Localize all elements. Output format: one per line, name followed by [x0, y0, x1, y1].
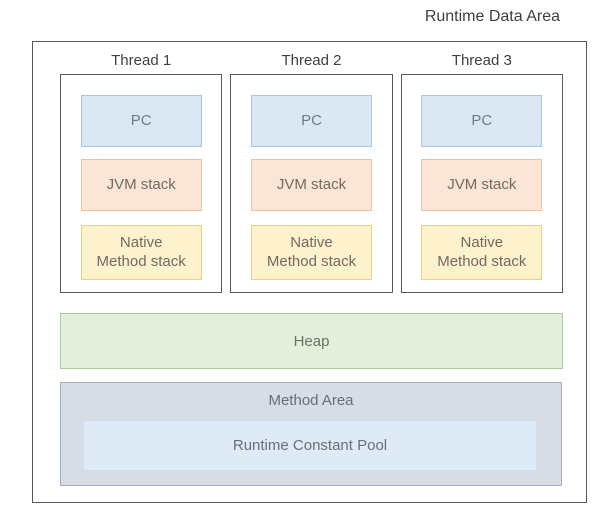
threads-row: Thread 1 PC JVM stack Native Method stac… [60, 51, 563, 293]
thread-2-box: PC JVM stack Native Method stack [230, 74, 393, 293]
thread-3-native-method-stack-box: Native Method stack [421, 225, 543, 280]
thread-2-native-method-stack-box: Native Method stack [250, 225, 372, 280]
method-area-box: Method Area Runtime Constant Pool [60, 382, 562, 486]
thread-1-box: PC JVM stack Native Method stack [60, 74, 223, 293]
method-area-label: Method Area [268, 392, 354, 409]
thread-2-pc-box: PC [250, 95, 372, 147]
diagram-title: Runtime Data Area [424, 8, 560, 25]
thread-1-native-method-stack-box: Native Method stack [80, 225, 202, 280]
thread-2-title: Thread 2 [281, 52, 342, 69]
thread-2-column: Thread 2 PC JVM stack Native Method stac… [230, 51, 393, 293]
thread-2-jvm-stack-box: JVM stack [250, 159, 372, 211]
thread-3-title: Thread 3 [451, 52, 512, 69]
thread-1-jvm-stack-box: JVM stack [80, 159, 202, 211]
thread-3-jvm-stack-box: JVM stack [421, 159, 543, 211]
runtime-constant-pool-box: Runtime Constant Pool [83, 420, 537, 471]
thread-1-title: Thread 1 [111, 52, 172, 69]
heap-box: Heap [60, 313, 563, 369]
thread-1-pc-box: PC [80, 95, 202, 147]
thread-3-box: PC JVM stack Native Method stack [400, 74, 563, 293]
thread-1-column: Thread 1 PC JVM stack Native Method stac… [60, 51, 223, 293]
runtime-data-area-box: Thread 1 PC JVM stack Native Method stac… [32, 41, 587, 503]
thread-3-pc-box: PC [421, 95, 543, 147]
thread-3-column: Thread 3 PC JVM stack Native Method stac… [400, 51, 563, 293]
